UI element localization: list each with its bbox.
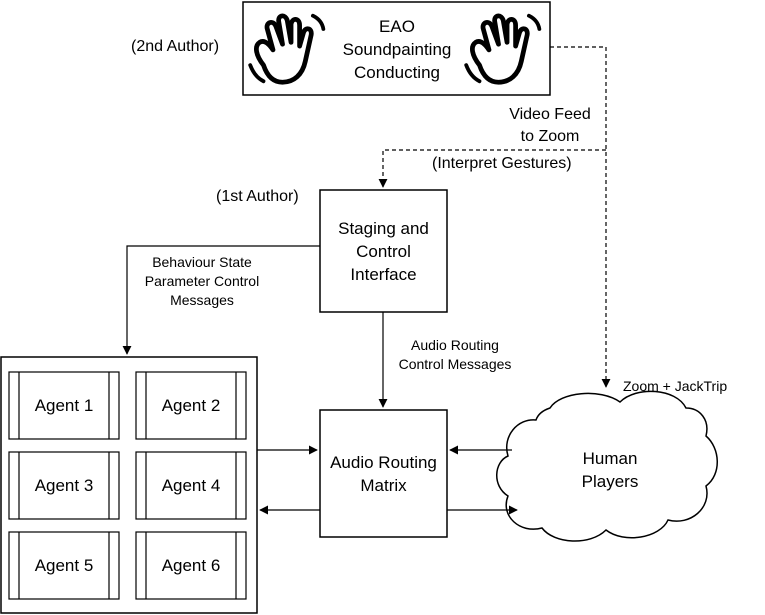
- agent-label: Agent 6: [161, 556, 221, 575]
- video-feed-line: to Zoom: [520, 128, 580, 145]
- eao-line: Conducting: [353, 62, 440, 82]
- agent-label: Agent 3: [34, 476, 94, 495]
- agent-box: [8, 531, 120, 600]
- staging-line: Interface: [350, 264, 417, 284]
- agent-box: [8, 451, 120, 520]
- agent-label: Agent 1: [34, 396, 94, 415]
- matrix-box: [319, 409, 448, 538]
- players-line: Players: [581, 472, 639, 491]
- agent-box: [135, 531, 247, 600]
- agent-label: Agent 4: [161, 476, 221, 495]
- agent-box: [8, 371, 120, 440]
- agent-label: Agent 2: [161, 396, 221, 415]
- video-feed-line: Video Feed: [509, 106, 591, 123]
- audio-control-line: Audio Routing: [411, 337, 499, 353]
- staging-box: [319, 189, 448, 313]
- matrix-line: Matrix: [360, 475, 407, 495]
- staging-line: Control: [356, 241, 411, 261]
- eao-line: EAO: [379, 16, 415, 36]
- video-feed-label: Video Feed to Zoom: [498, 104, 602, 148]
- matrix-line: Audio Routing: [330, 452, 437, 472]
- zoom-label: Zoom + JackTrip: [623, 378, 728, 394]
- players-cloud: [496, 390, 718, 542]
- second-author-label: (2nd Author): [131, 38, 220, 55]
- interpret-connector: [378, 149, 606, 188]
- eao-title: EAO Soundpainting Conducting: [330, 10, 464, 88]
- eao-line: Soundpainting: [342, 39, 452, 59]
- interpret-label: (Interpret Gestures): [432, 155, 572, 172]
- agent-label: Agent 5: [34, 556, 94, 575]
- video-feed-connector: [550, 46, 611, 388]
- behaviour-line: Messages: [170, 292, 234, 308]
- agent-box: [135, 371, 247, 440]
- behaviour-label: Behaviour State Parameter Control Messag…: [126, 253, 278, 310]
- first-author-label: (1st Author): [216, 188, 299, 205]
- behaviour-line: Behaviour State: [152, 254, 252, 270]
- audio-control-line: Control Messages: [398, 356, 512, 372]
- matrix-title: Audio Routing Matrix: [320, 410, 447, 537]
- staging-title: Staging and Control Interface: [320, 190, 447, 312]
- audio-control-label: Audio Routing Control Messages: [388, 336, 522, 374]
- players-line: Human: [582, 449, 638, 468]
- staging-line: Staging and: [338, 218, 429, 238]
- behaviour-line: Parameter Control: [144, 273, 260, 289]
- players-title: Human Players: [550, 430, 670, 510]
- behaviour-connector: [122, 245, 320, 355]
- agent-box: [135, 451, 247, 520]
